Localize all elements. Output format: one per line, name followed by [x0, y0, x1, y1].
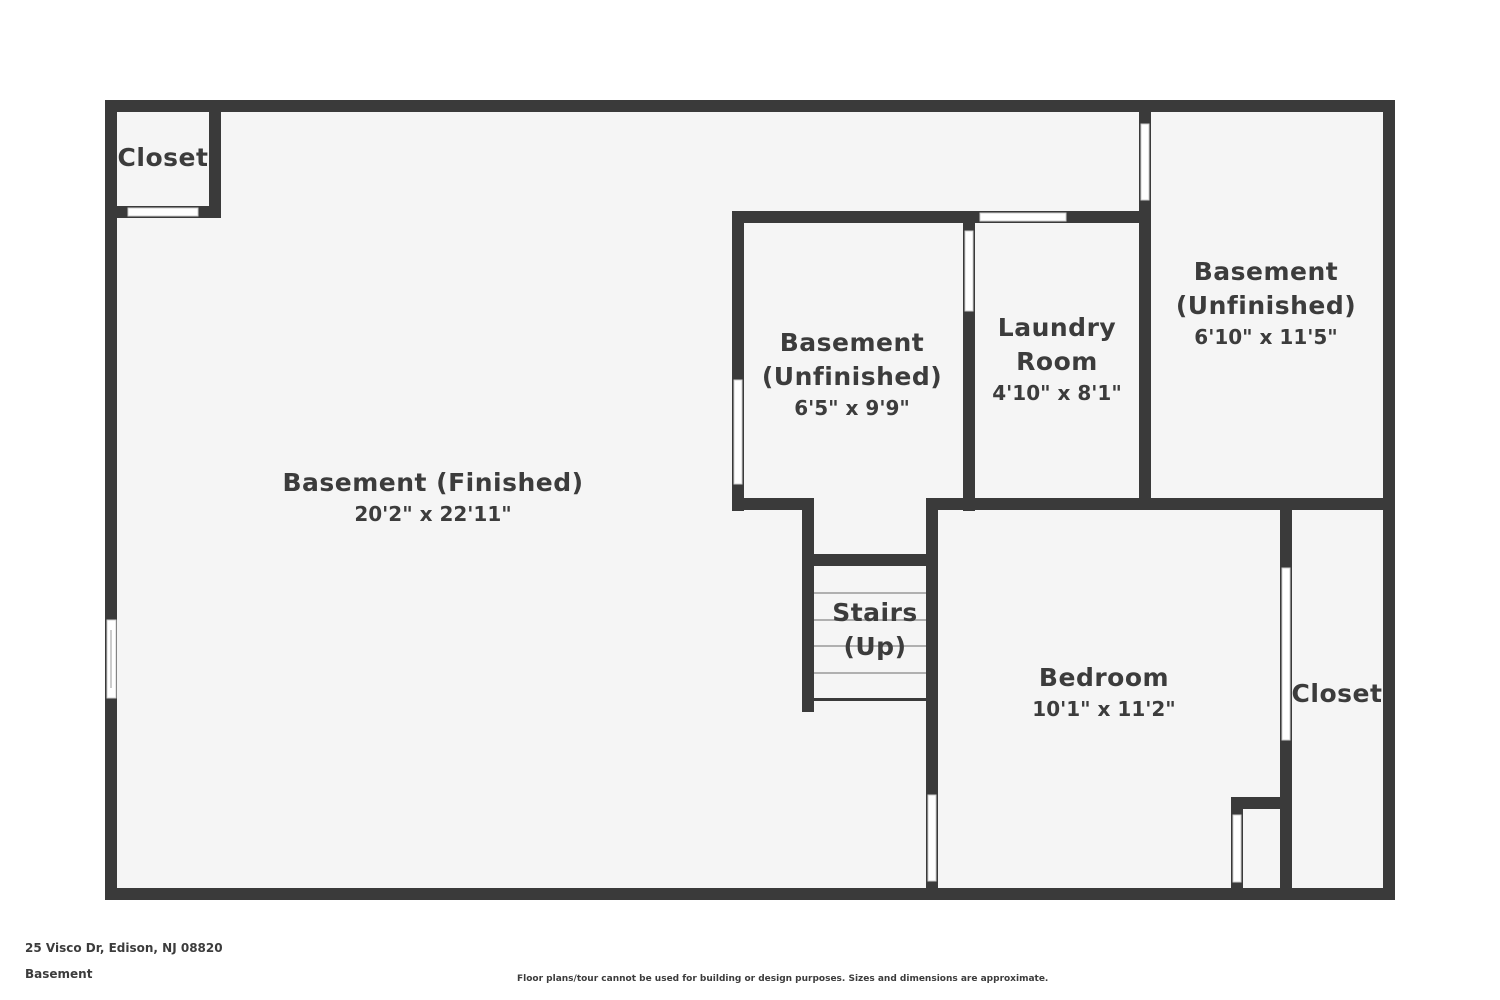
opening-center-laundry [964, 230, 974, 312]
room-name: Basement (Unfinished) [1175, 257, 1357, 320]
stair-treads [814, 592, 926, 674]
exterior-walls [105, 100, 1395, 900]
disclaimer-text: Floor plans/tour cannot be used for buil… [517, 974, 1049, 984]
room-dimensions: 10'1" x 11'2" [1032, 697, 1176, 721]
closet-top-left-door [127, 207, 199, 217]
stair-landing-line [814, 698, 926, 701]
opening-bedroom-closet [1281, 567, 1291, 741]
room-name: Basement (Unfinished) [761, 328, 943, 391]
room-name: Closet [117, 143, 209, 172]
room-basement-finished: Basement (Finished) 20'2" x 22'11" [282, 466, 583, 528]
room-basement-unfinished-right: Basement (Unfinished) 6'10" x 11'5" [1176, 255, 1356, 351]
room-basement-unfinished-center: Basement (Unfinished) 6'5" x 9'9" [762, 326, 942, 422]
room-name: Bedroom [1038, 663, 1170, 692]
room-name: Stairs (Up) [832, 598, 918, 661]
room-dimensions: 6'10" x 11'5" [1194, 325, 1338, 349]
property-address: 25 Visco Dr, Edison, NJ 08820 [25, 941, 223, 955]
opening-right-unfinished [1140, 123, 1150, 201]
room-dimensions: 20'2" x 22'11" [354, 502, 512, 526]
room-closet-top-left: Closet [118, 141, 209, 175]
opening-nook [1232, 814, 1242, 883]
room-name: Basement (Finished) [282, 468, 584, 497]
opening-center-left [733, 379, 743, 485]
room-name: Laundry Room [997, 313, 1117, 376]
room-dimensions: 4'10" x 8'1" [992, 381, 1122, 405]
room-bedroom: Bedroom 10'1" x 11'2" [1032, 661, 1175, 723]
opening-bedroom-left [927, 794, 937, 882]
room-closet-right: Closet [1292, 677, 1383, 711]
room-dimensions: 6'5" x 9'9" [794, 396, 910, 420]
room-stairs: Stairs (Up) [832, 596, 918, 664]
floor-level-label: Basement [25, 967, 93, 981]
opening-laundry [979, 212, 1067, 222]
room-laundry: Laundry Room 4'10" x 8'1" [992, 311, 1122, 407]
room-name: Closet [1291, 679, 1383, 708]
